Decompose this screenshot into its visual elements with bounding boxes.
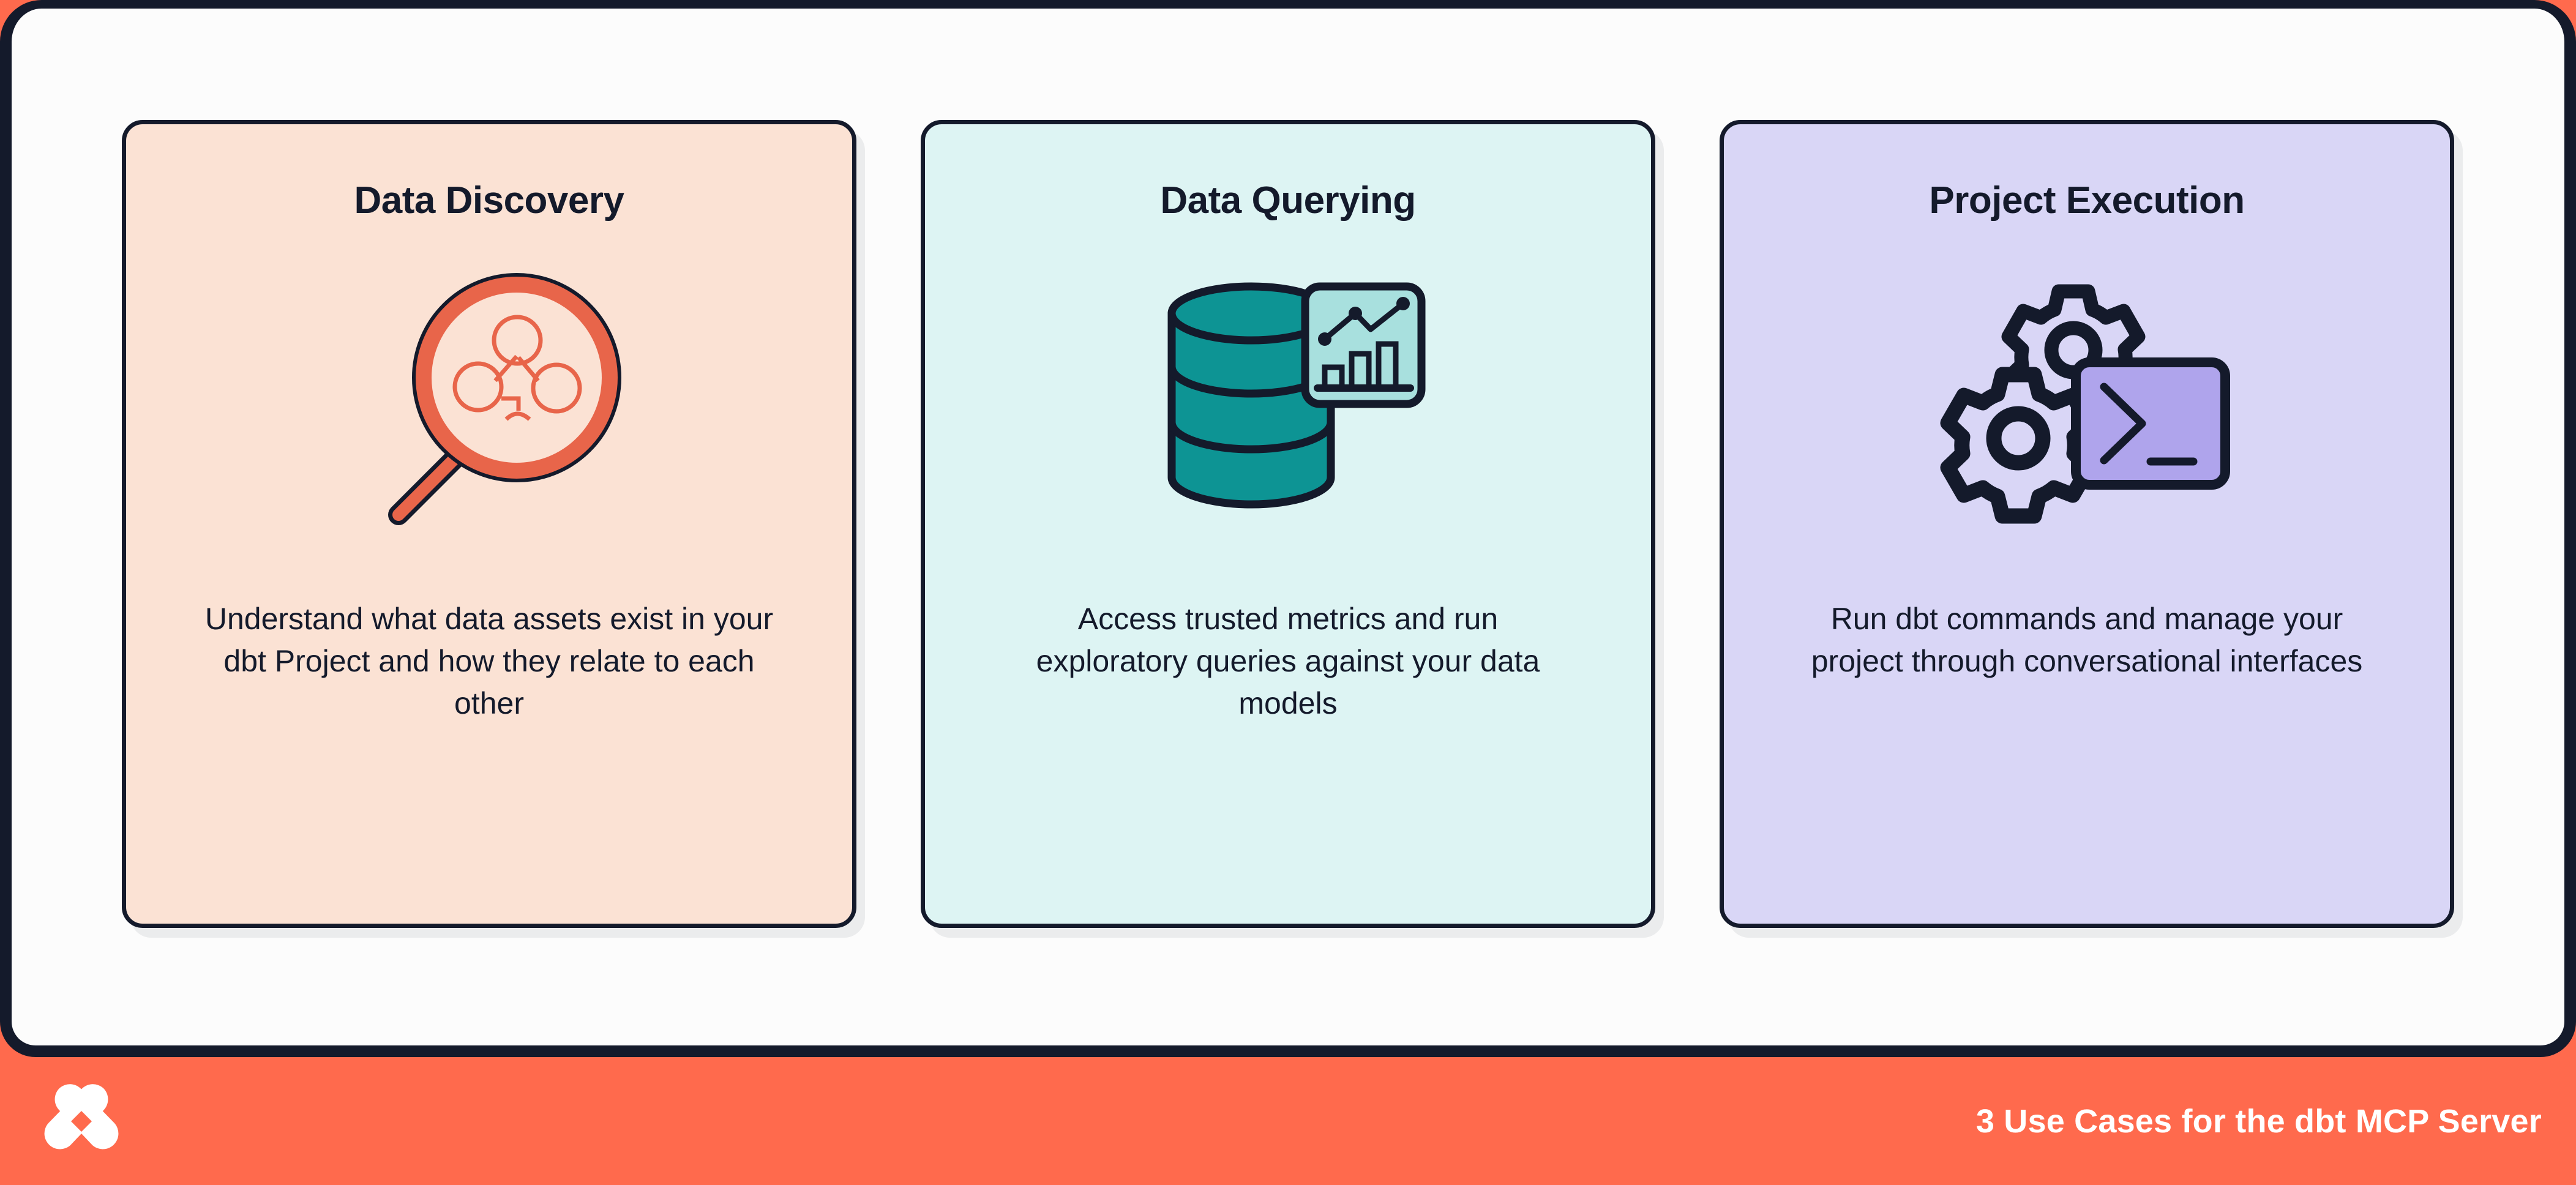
brand-logo[interactable] [36,1075,127,1167]
use-case-card-list: Data Discovery [122,120,2454,928]
use-case-card-project-execution[interactable]: Project Execution [1720,120,2454,928]
gears-terminal-icon [1940,284,2230,524]
database-chart-icon [1167,282,1426,509]
card-description: Access trusted metrics and run explorato… [1036,602,1540,720]
card-title: Data Discovery [354,179,624,222]
card-icon [925,220,1651,593]
card-icon [126,220,852,593]
magnifying-glass-lineage-icon [388,273,621,525]
use-case-card-data-discovery[interactable]: Data Discovery [122,120,856,928]
card-icon [1724,220,2450,593]
card-title: Project Execution [1929,179,2245,222]
footer-bar: 3 Use Cases for the dbt MCP Server [0,1057,2576,1185]
dbt-logo-icon [44,1083,119,1149]
footer-caption: 3 Use Cases for the dbt MCP Server [1975,1102,2542,1140]
use-case-card-data-querying[interactable]: Data Querying [921,120,1655,928]
card-title: Data Querying [1160,179,1416,222]
card-description: Run dbt commands and manage your project… [1811,602,2363,678]
card-description: Understand what data assets exist in you… [204,602,774,720]
